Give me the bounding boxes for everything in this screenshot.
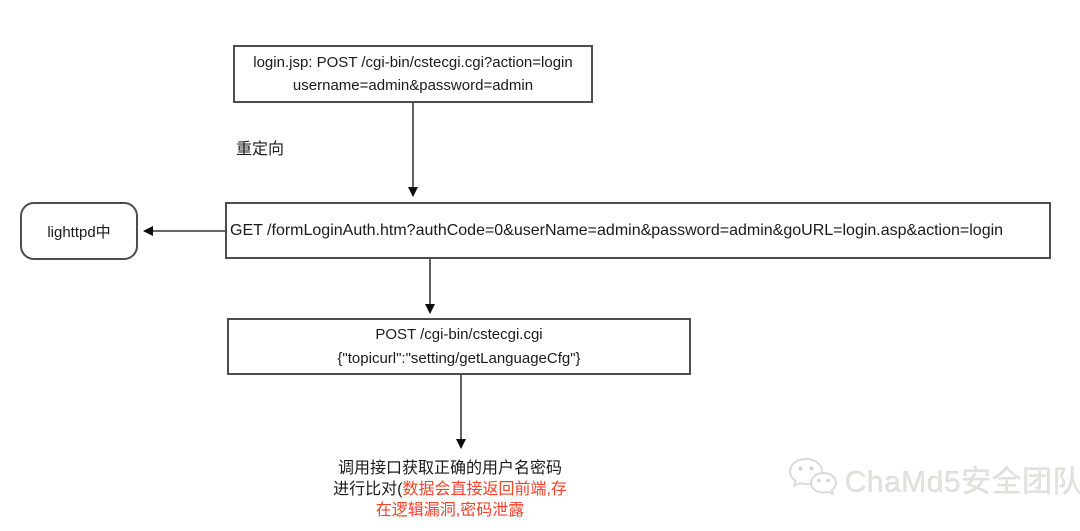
conclusion-line2: 进行比对(数据会直接返回前端,存 [333, 481, 567, 498]
login-request-line2: username=admin&password=admin [292, 77, 534, 95]
post-request-line1: POST /cgi-bin/cstecgi.cgi [375, 326, 543, 344]
post-request-line2: {"topicurl":"setting/getLanguageCfg"} [337, 349, 581, 367]
post-request-box: POST /cgi-bin/cstecgi.cgi {"topicurl":"s… [227, 318, 691, 375]
conclusion-line3: 在逻辑漏洞,密码泄露 [375, 502, 525, 519]
login-request-box: login.jsp: POST /cgi-bin/cstecgi.cgi?act… [233, 45, 593, 103]
get-request-box: GET /formLoginAuth.htm?authCode=0&userNa… [225, 202, 1051, 259]
watermark-text: ChaMd5安全团队 [845, 466, 1080, 499]
get-request-line1: GET /formLoginAuth.htm?authCode=0&userNa… [230, 221, 1004, 239]
conclusion-text: 调用接口获取正确的用户名密码 进行比对(数据会直接返回前端,存 在逻辑漏洞,密码… [297, 458, 603, 521]
conclusion-line2-red: 数据会直接返回前端,存 [402, 481, 567, 498]
conclusion-line1: 调用接口获取正确的用户名密码 [337, 460, 562, 477]
lighttpd-node: lighttpd中 [20, 202, 138, 260]
wechat-logo-icon [789, 458, 837, 495]
watermark: ChaMd5安全团队 [786, 456, 1080, 502]
lighttpd-label: lighttpd中 [47, 223, 111, 241]
redirect-label: 重定向 [236, 141, 285, 158]
login-request-line1: login.jsp: POST /cgi-bin/cstecgi.cgi?act… [253, 53, 573, 71]
